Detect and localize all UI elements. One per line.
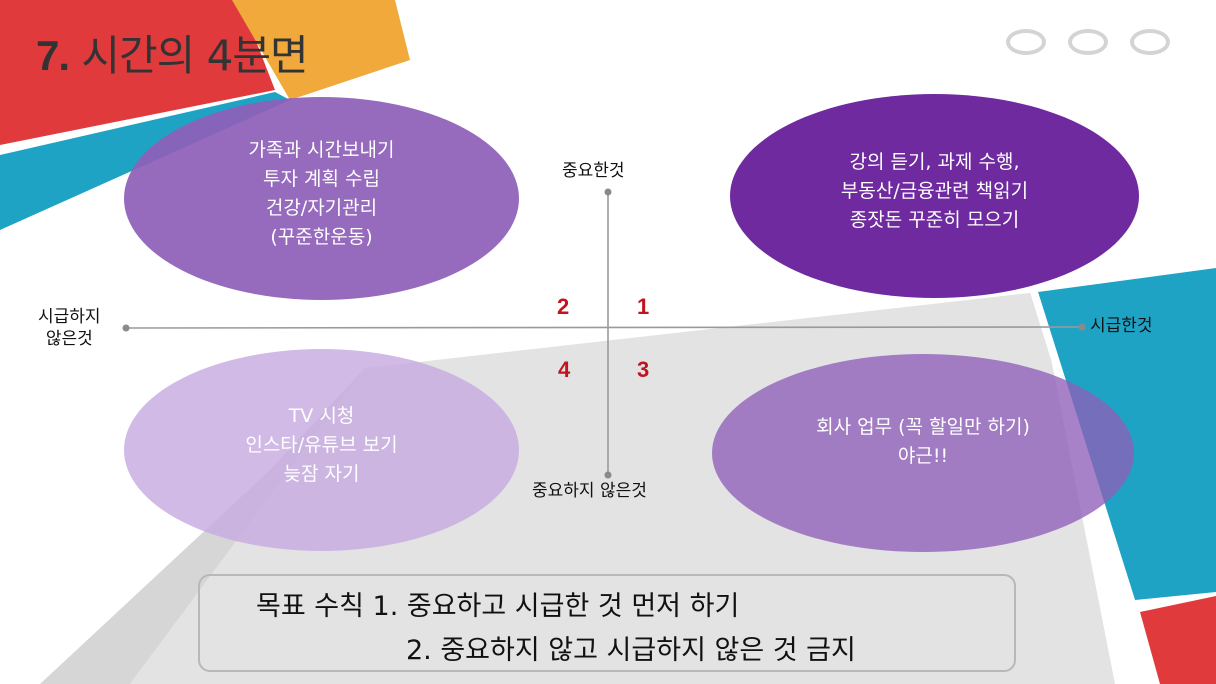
axis-endpoint-bottom (604, 471, 612, 479)
orange-corner-shape (232, 0, 410, 100)
axis-label-urgent: 시급한것 (1090, 316, 1153, 336)
axis-endpoint-right (1078, 323, 1086, 331)
goal-line-1: 목표 수칙 1. 중요하고 시급한 것 먼저 하기 (256, 591, 740, 622)
axis-endpoint-top (604, 188, 612, 196)
goals-box: 목표 수칙 1. 중요하고 시급한 것 먼저 하기 2. 중요하지 않고 시급하… (198, 574, 1016, 672)
goal-line-2: 2. 중요하지 않고 시급하지 않은 것 금지 (406, 635, 856, 666)
axis-label-not-urgent: 시급하지 않은것 (38, 307, 101, 349)
slide-title: 7. 시간의 4분면 (36, 22, 309, 83)
axis-label-not-important: 중요하지 않은것 (532, 481, 647, 501)
quadrant-top-right: 강의 듣기, 과제 수행, 부동산/금융관련 책읽기 종잣돈 꾸준히 모으기 (730, 94, 1139, 298)
quadrant-number-4: 4 (558, 357, 571, 382)
circle-button-2[interactable] (1068, 29, 1108, 55)
quadrant-bottom-left: TV 시청 인스타/유튜브 보기 늦잠 자기 (124, 349, 519, 551)
red-corner-shape (0, 0, 275, 145)
red-right-shape (1140, 596, 1216, 684)
quadrant-number-1: 1 (637, 294, 650, 319)
quadrant-top-left: 가족과 시간보내기 투자 계획 수립 건강/자기관리 (꾸준한운동) (124, 97, 519, 300)
horizontal-axis (125, 326, 1083, 329)
title-number: 7. (36, 32, 70, 79)
axis-endpoint-left (122, 324, 130, 332)
quadrant-number-2: 2 (557, 294, 570, 319)
quadrant-number-3: 3 (637, 357, 650, 382)
circle-button-1[interactable] (1006, 29, 1046, 55)
circle-button-3[interactable] (1130, 29, 1170, 55)
quadrant-bottom-right: 회사 업무 (꼭 할일만 하기) 야근!! (712, 354, 1134, 552)
title-text: 시간의 4분면 (81, 31, 308, 80)
axis-label-important: 중요한것 (562, 161, 625, 181)
